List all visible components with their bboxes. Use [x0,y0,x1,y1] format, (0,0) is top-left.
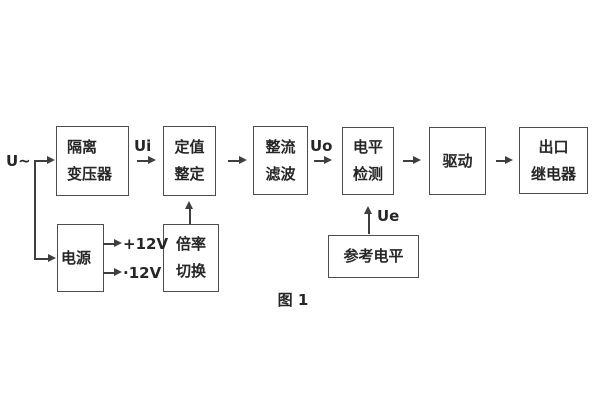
figure-caption: 图 1 [277,291,309,309]
arrow-line [403,160,414,162]
block-label-line: 定值 [174,138,205,156]
positive-12v-label: +12V [123,235,169,253]
feed-top-line [34,160,48,162]
block-setpoint-setting: 定值 整定 [163,126,216,196]
block-label-line: 切换 [175,262,206,280]
block-label-line: 隔离 [67,138,98,156]
arrowhead-right [114,268,122,276]
block-label-line: 驱动 [442,151,473,170]
block-output-relay: 出口 继电器 [519,127,588,194]
block-label-line: 倍率 [175,235,206,253]
arrowhead-to-isolation-transformer [47,156,55,164]
signal-uo-label: Uo [310,137,333,155]
arrowhead-right [505,156,513,164]
block-drive: 驱动 [429,127,486,195]
block-label-line: 继电器 [530,164,576,183]
arrow-line [314,160,325,162]
feed-bottom-line [34,258,49,260]
block-label-line: 参考电平 [343,247,404,265]
block-label-line: 滤波 [265,164,296,183]
arrowhead-right [324,156,332,164]
block-level-detection: 电平 检测 [342,127,394,195]
arrow-line [228,160,240,162]
arrow-line [496,160,506,162]
input-voltage-label: U~ [6,152,31,170]
arrow-line [103,272,116,274]
block-label-line: 检测 [352,165,383,183]
block-label-line: 电源 [61,248,92,267]
block-label-line: 变压器 [67,165,113,183]
arrow-line [368,214,370,234]
block-rectifier-filter: 整流 滤波 [253,126,308,195]
arrow-line [103,243,116,245]
block-reference-level: 参考电平 [328,235,419,278]
block-label-line: 整定 [174,165,205,183]
arrowhead-up [364,206,372,214]
arrowhead-right [413,156,421,164]
arrowhead-right [239,156,247,164]
arrowhead-right [148,156,156,164]
signal-ue-label: Ue [377,207,400,225]
block-power-supply: 电源 [57,224,104,292]
block-ratio-switch: 倍率 切换 [163,224,219,292]
signal-ui-label: Ui [134,137,152,155]
arrow-line [189,209,191,224]
negative-12v-label: ·12V [123,264,162,282]
block-label-line: 出口 [538,137,569,156]
block-isolation-transformer: 隔离 变压器 [56,126,129,196]
arrowhead-up [185,201,193,209]
block-label-line: 整流 [265,137,296,156]
feed-vertical-line [34,160,36,259]
arrowhead-to-power-supply [48,254,56,262]
arrowhead-right [114,239,122,247]
block-label-line: 电平 [352,138,383,156]
arrow-line [137,160,149,162]
